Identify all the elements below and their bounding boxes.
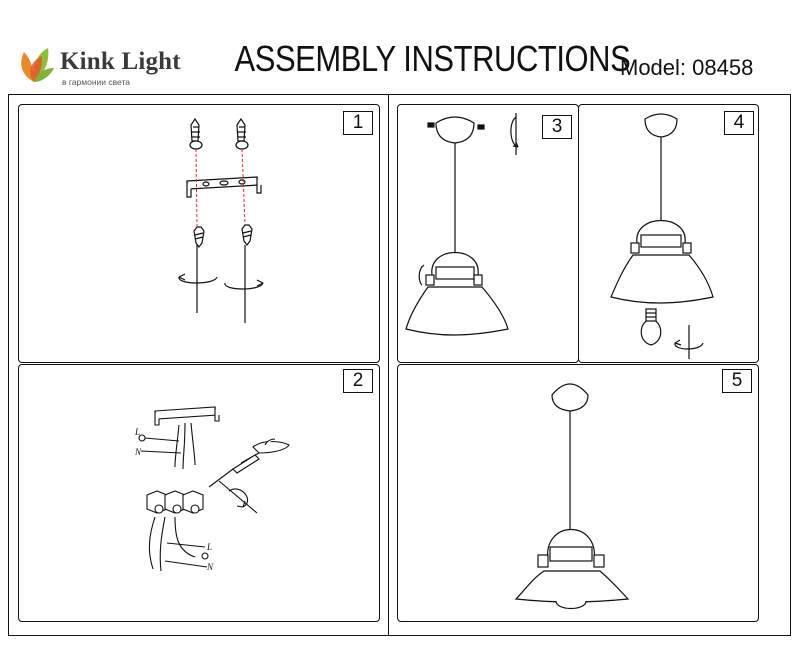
step-1-panel: 1	[18, 104, 380, 363]
assembled-pendant-illustration	[514, 383, 630, 610]
page-header: Kink Light в гармонии света ASSEMBLY INS…	[0, 0, 800, 92]
mounting-bracket-illustration	[178, 117, 264, 323]
model-number: Model: 08458	[620, 55, 754, 80]
step-3-panel: 3	[397, 104, 579, 363]
step-2-panel: 2	[18, 364, 380, 622]
step-3-number: 3	[542, 115, 572, 139]
center-divider	[388, 94, 389, 636]
wiring-illustration: L N L N	[134, 406, 290, 572]
bulb-install-illustration	[610, 113, 714, 359]
wire-label-live-bottom: L	[206, 542, 212, 552]
step-4-number: 4	[724, 111, 754, 135]
brand-name: Kink Light	[60, 48, 181, 75]
step-2-number: 2	[343, 369, 373, 393]
step-5-number: 5	[722, 369, 752, 393]
brand-tagline: в гармонии света	[62, 77, 131, 87]
page-title: ASSEMBLY INSTRUCTIONS	[234, 38, 631, 79]
wire-label-live-top: L	[134, 427, 140, 437]
step-4-panel: 4	[578, 104, 759, 363]
step-1-number: 1	[343, 111, 373, 135]
instructions-frame	[8, 94, 791, 636]
canopy-fitting-illustration	[405, 113, 519, 336]
wire-label-neutral-bottom: N	[206, 562, 214, 572]
brand-logo-icon	[21, 48, 54, 82]
wire-label-neutral-top: N	[134, 447, 142, 457]
step-5-panel: 5	[397, 364, 759, 622]
